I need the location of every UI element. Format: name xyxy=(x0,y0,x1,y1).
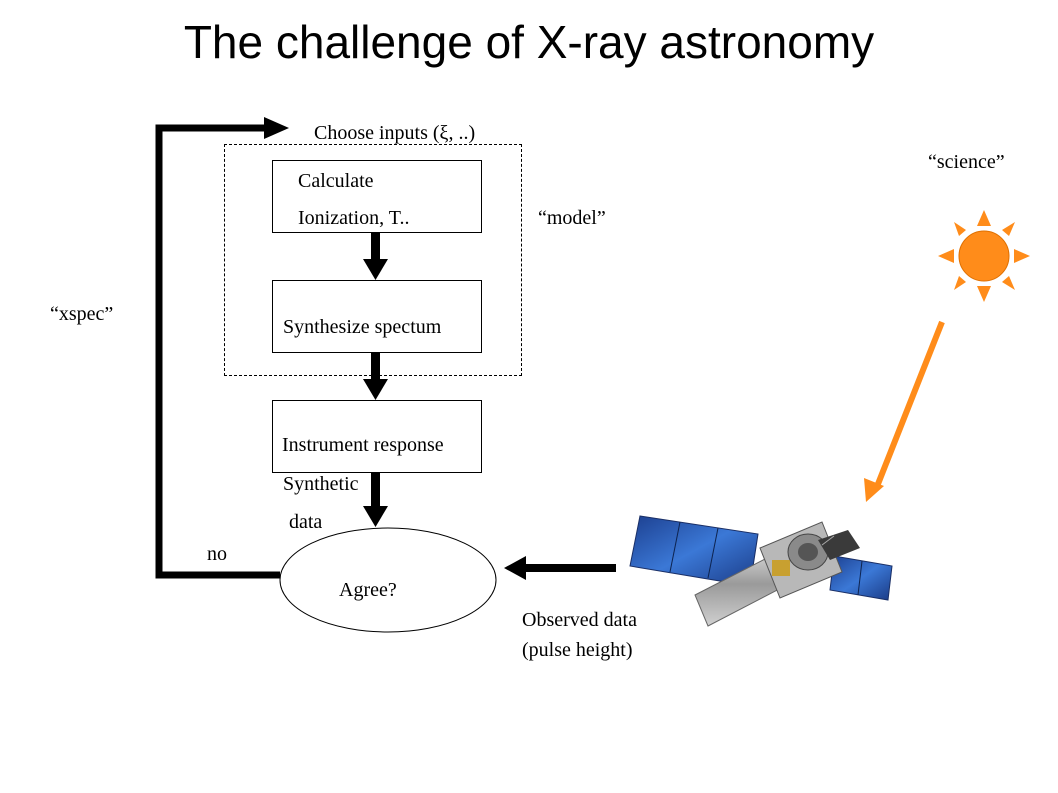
science-arrow xyxy=(864,320,945,502)
no-label: no xyxy=(207,543,227,565)
xspec-label: “xspec” xyxy=(50,303,114,325)
observed-data-arrow xyxy=(504,556,616,580)
calculate-label: Calculate xyxy=(298,170,374,192)
calculate-box: Calculate Ionization, T.. xyxy=(272,160,482,233)
synthetic-label: Synthetic xyxy=(283,473,359,495)
instrument-box: Instrument response xyxy=(272,400,482,473)
arrow-instrument-to-agree xyxy=(363,473,388,527)
arrow-calc-to-synth xyxy=(363,233,388,280)
choose-inputs-label: Choose inputs (ξ, ..) xyxy=(314,122,476,144)
synthesize-label: Synthesize spectum xyxy=(283,316,442,338)
feedback-loop-arrow xyxy=(155,117,289,579)
observed-data-label: Observed data xyxy=(522,609,637,631)
ionization-label: Ionization, T.. xyxy=(298,207,410,229)
instrument-label: Instrument response xyxy=(282,434,444,456)
science-label: “science” xyxy=(928,151,1005,173)
agree-ellipse xyxy=(279,527,497,633)
model-label: “model” xyxy=(538,207,606,229)
data-label: data xyxy=(289,511,323,533)
sun-icon xyxy=(938,210,1030,302)
pulse-height-label: (pulse height) xyxy=(522,639,633,661)
page-title: The challenge of X-ray astronomy xyxy=(183,16,875,68)
satellite-icon xyxy=(629,515,893,627)
synthesize-box: Synthesize spectum xyxy=(272,280,482,353)
agree-label: Agree? xyxy=(339,579,397,601)
arrow-synth-to-instrument xyxy=(363,353,388,400)
